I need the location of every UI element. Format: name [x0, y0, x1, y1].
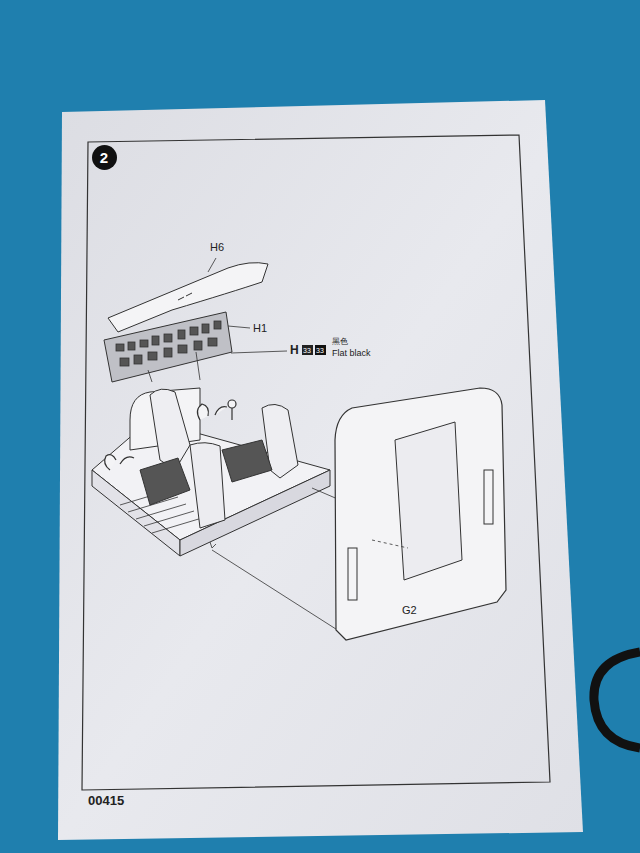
assembly-lines [210, 488, 350, 638]
node-text: 2 [100, 150, 108, 165]
bulkhead-panel [395, 422, 462, 580]
control-sticks [105, 400, 236, 470]
cable [594, 652, 640, 748]
seats [140, 389, 298, 528]
part-number: H6 [210, 241, 224, 253]
node-text: 33 [303, 347, 311, 354]
color-name: Flat black [332, 349, 371, 359]
tub-floor [92, 420, 330, 540]
coaming-detail [178, 293, 192, 300]
color-name: 黑色 [332, 338, 348, 347]
step-number: 2 [92, 145, 117, 170]
part-number: H1 [253, 322, 267, 334]
slot [484, 470, 493, 524]
hidden-line [372, 540, 408, 548]
color-code: 33 [302, 345, 313, 355]
node-text: 33 [316, 347, 324, 354]
rear-bulkhead [335, 388, 506, 640]
color-code: 33 [315, 345, 326, 355]
slot [348, 548, 357, 600]
catalog-number: 00415 [88, 794, 124, 808]
part-number: G2 [402, 604, 417, 616]
paper-sheet [58, 100, 583, 840]
instrument-panel [104, 312, 232, 382]
page-frame [82, 135, 550, 790]
part-number: H [290, 344, 299, 357]
instrument-dials [116, 321, 221, 366]
